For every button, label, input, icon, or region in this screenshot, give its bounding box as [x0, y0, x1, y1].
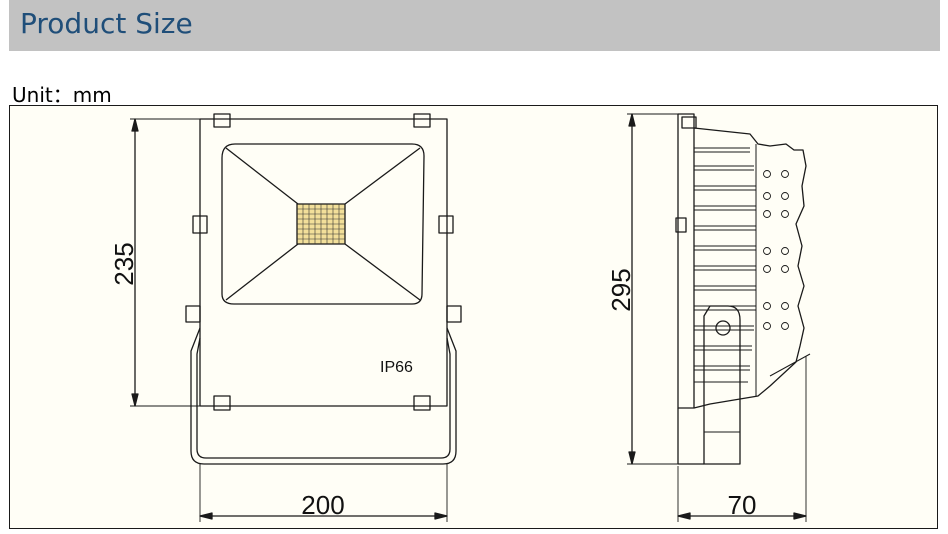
unit-label: Unit：mm: [12, 83, 112, 107]
heat-fins: [694, 144, 811, 396]
front-height-value: 235: [109, 242, 139, 285]
side-height-value: 295: [606, 268, 636, 311]
ip-rating-label: IP66: [380, 359, 413, 376]
front-width-value: 200: [301, 490, 344, 520]
mount-tab: [446, 305, 462, 323]
vent-holes: [763, 170, 789, 330]
section-header: Product Size: [9, 0, 940, 51]
pivot-bolt: [715, 320, 731, 336]
mount-tab: [185, 305, 201, 323]
mounting-bracket-inner: [196, 337, 451, 459]
side-height-dimension: [627, 113, 678, 465]
drawing-canvas: IP66 235 200: [109, 113, 811, 522]
reflector-line: [225, 243, 299, 301]
mount-tab: [438, 215, 454, 234]
side-depth-value: 70: [728, 490, 757, 520]
mounting-bracket: [190, 327, 457, 465]
mount-tab: [413, 113, 431, 128]
side-tab: [675, 217, 687, 233]
side-fin-body: [693, 127, 807, 409]
technical-drawing: IP66 235 200: [9, 105, 938, 529]
led-grid: [297, 204, 345, 244]
mount-tab: [213, 113, 231, 128]
front-lens-frame: [221, 143, 425, 305]
side-bracket: [703, 305, 741, 465]
section-title: Product Size: [20, 7, 193, 40]
mount-tab: [213, 395, 231, 411]
reflector-line: [344, 243, 421, 301]
side-view: [675, 113, 811, 465]
side-depth-dimension: [677, 356, 807, 522]
mount-tab: [192, 215, 208, 234]
front-width-dimension: [199, 464, 448, 522]
front-view: [185, 113, 462, 465]
reflector-line: [344, 147, 421, 205]
front-height-dimension: [130, 118, 214, 407]
mount-tab: [413, 395, 431, 411]
reflector-line: [225, 147, 299, 205]
side-front-plate: [677, 113, 695, 409]
